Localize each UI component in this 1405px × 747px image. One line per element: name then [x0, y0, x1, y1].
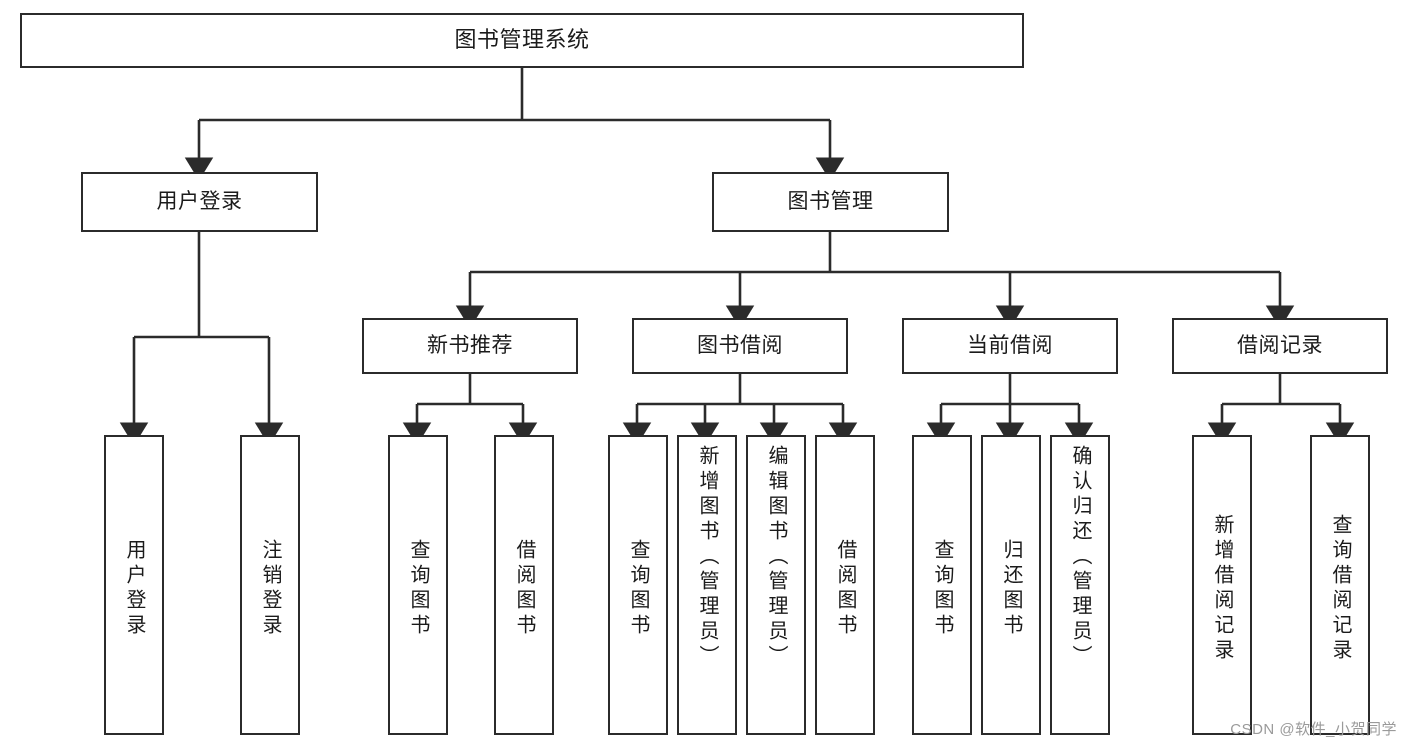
node-label: 新增借阅记录 — [1211, 514, 1233, 664]
node-leaf-borrow-book[interactable]: 借阅图书 — [815, 435, 875, 735]
node-label: 图书管理 — [787, 190, 874, 214]
node-leaf-borrow-book-new[interactable]: 借阅图书 — [494, 435, 554, 735]
node-label: 用户登录 — [123, 539, 145, 639]
node-label: 确认归还（管理员） — [1069, 445, 1091, 670]
watermark-credit: CSDN @软件_小贺同学 — [1230, 721, 1397, 738]
node-root-book-management-system[interactable]: 图书管理系统 — [20, 13, 1024, 68]
node-leaf-query-book-current[interactable]: 查询图书 — [912, 435, 972, 735]
node-leaf-query-borrow-record[interactable]: 查询借阅记录 — [1310, 435, 1370, 735]
node-label: 查询借阅记录 — [1329, 514, 1351, 664]
node-label: 查询图书 — [627, 539, 649, 639]
node-label: 注销登录 — [259, 539, 281, 639]
node-label: 查询图书 — [407, 539, 429, 639]
node-label: 借阅图书 — [513, 539, 535, 639]
node-leaf-add-borrow-record[interactable]: 新增借阅记录 — [1192, 435, 1252, 735]
node-leaf-query-book-borrow[interactable]: 查询图书 — [608, 435, 668, 735]
node-current-borrow[interactable]: 当前借阅 — [902, 318, 1118, 374]
node-leaf-confirm-return-admin[interactable]: 确认归还（管理员） — [1050, 435, 1110, 735]
node-label: 新增图书（管理员） — [696, 445, 718, 670]
node-label: 图书管理系统 — [454, 27, 590, 53]
node-leaf-query-book-new[interactable]: 查询图书 — [388, 435, 448, 735]
node-label: 当前借阅 — [967, 334, 1053, 358]
node-leaf-logout[interactable]: 注销登录 — [240, 435, 300, 735]
node-new-book-recommendation[interactable]: 新书推荐 — [362, 318, 578, 374]
node-leaf-return-book[interactable]: 归还图书 — [981, 435, 1041, 735]
node-leaf-add-book-admin[interactable]: 新增图书（管理员） — [677, 435, 737, 735]
node-leaf-user-login[interactable]: 用户登录 — [104, 435, 164, 735]
node-label: 借阅记录 — [1237, 334, 1323, 358]
node-book-borrow[interactable]: 图书借阅 — [632, 318, 848, 374]
node-leaf-edit-book-admin[interactable]: 编辑图书（管理员） — [746, 435, 806, 735]
node-label: 新书推荐 — [427, 334, 513, 358]
node-book-management[interactable]: 图书管理 — [712, 172, 949, 232]
node-label: 编辑图书（管理员） — [765, 445, 787, 670]
node-borrow-record[interactable]: 借阅记录 — [1172, 318, 1388, 374]
node-label: 图书借阅 — [697, 334, 783, 358]
node-user-login[interactable]: 用户登录 — [81, 172, 318, 232]
node-label: 借阅图书 — [834, 539, 856, 639]
node-label: 查询图书 — [931, 539, 953, 639]
node-label: 归还图书 — [1000, 539, 1022, 639]
node-label: 用户登录 — [156, 190, 243, 214]
